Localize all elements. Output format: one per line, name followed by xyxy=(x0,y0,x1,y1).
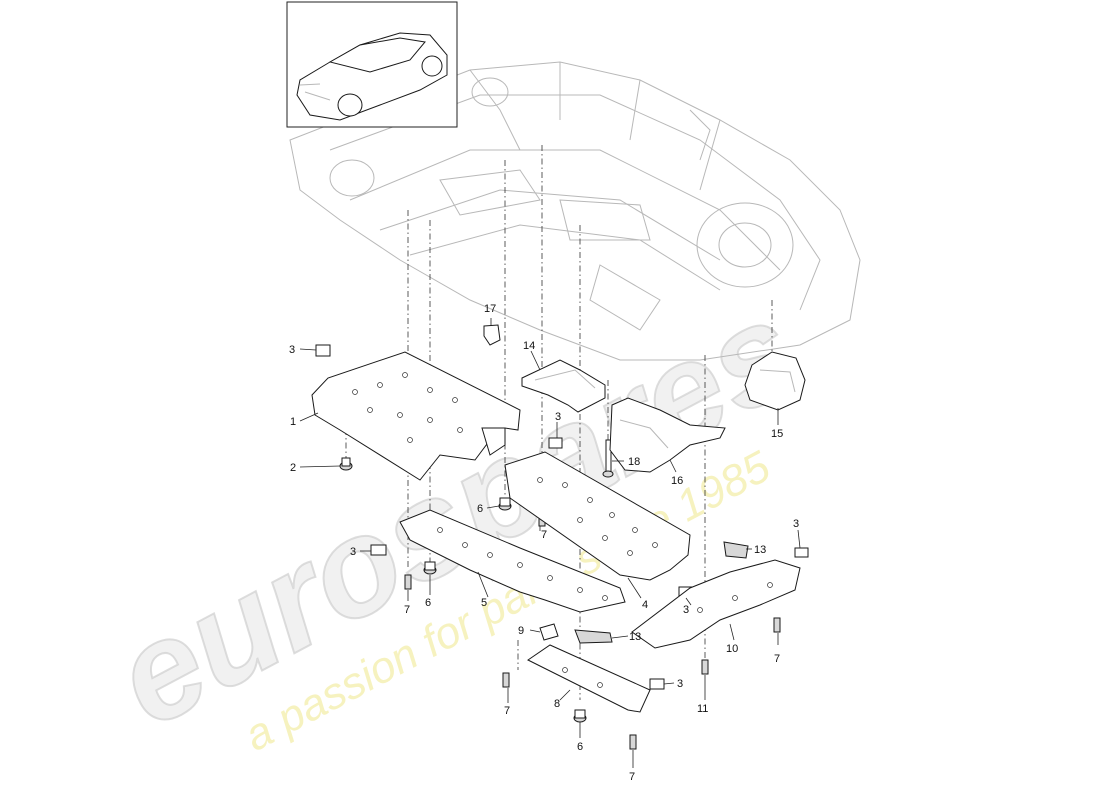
car-underbody-drawing xyxy=(289,61,861,361)
part-14-bracket xyxy=(521,359,606,413)
callout-18: 18 xyxy=(628,456,640,468)
callout-7: 7 xyxy=(629,771,635,783)
callout-16: 16 xyxy=(671,475,683,487)
part-16-heat-shield xyxy=(609,397,726,473)
part-1-front-underbody-panel xyxy=(311,351,521,481)
callout-9: 9 xyxy=(518,625,524,637)
leader-lines xyxy=(299,318,801,768)
callout-3: 3 xyxy=(350,546,356,558)
callout-8: 8 xyxy=(554,698,560,710)
part-9-13-brackets xyxy=(539,541,749,644)
callout-7: 7 xyxy=(504,705,510,717)
callout-5: 5 xyxy=(481,597,487,609)
callout-2: 2 xyxy=(290,462,296,474)
callout-7: 7 xyxy=(774,653,780,665)
callout-14: 14 xyxy=(523,340,535,352)
callout-7: 7 xyxy=(541,529,547,541)
callout-13: 13 xyxy=(629,631,641,643)
callout-6: 6 xyxy=(477,503,483,515)
callout-10: 10 xyxy=(726,643,738,655)
part-10-rear-right-panel xyxy=(631,559,801,649)
callout-3: 3 xyxy=(555,411,561,423)
callout-17: 17 xyxy=(484,303,496,315)
watermark: eurospares a passion for parts since 198… xyxy=(91,270,822,761)
part-5-left-underbody-panel xyxy=(399,509,626,613)
callout-1: 1 xyxy=(290,416,296,428)
callout-13: 13 xyxy=(754,544,766,556)
callout-3: 3 xyxy=(793,518,799,530)
callout-6: 6 xyxy=(425,597,431,609)
callout-11: 11 xyxy=(697,703,708,715)
part-17-clip xyxy=(483,324,501,346)
callout-6: 6 xyxy=(577,741,583,753)
part-4-center-underbody-panel xyxy=(504,451,691,581)
fasteners xyxy=(339,439,781,750)
car-overview-inset xyxy=(286,1,458,128)
callout-15: 15 xyxy=(771,428,783,440)
callout-3: 3 xyxy=(289,344,295,356)
callout-labels: 3 1 2 17 14 3 18 16 15 6 7 3 7 6 5 4 3 1… xyxy=(289,303,799,783)
part-8-rear-panel xyxy=(527,644,651,713)
callout-4: 4 xyxy=(642,599,648,611)
part-15-rear-cover xyxy=(744,351,806,411)
callout-7: 7 xyxy=(404,604,410,616)
callout-3: 3 xyxy=(683,604,689,616)
callout-3: 3 xyxy=(677,678,683,690)
